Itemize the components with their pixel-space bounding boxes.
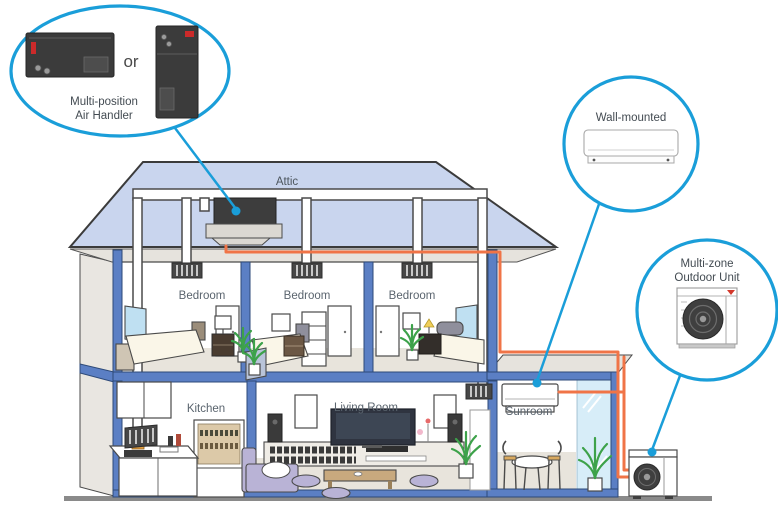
outdoor-unit-image <box>676 287 738 349</box>
kitchen-vent <box>124 424 158 449</box>
bedroom2-label: Bedroom <box>284 290 331 302</box>
kitchen-counter-top <box>108 445 200 459</box>
sunroom-chair-left <box>502 440 517 490</box>
kitchen-sink <box>159 446 179 453</box>
wall-mounted-label: Wall-mounted <box>596 112 667 124</box>
callout-air-handler: or Multi-position Air Handler <box>9 4 241 216</box>
kitchen-cooktop <box>124 450 152 457</box>
bedroom1-plant <box>230 326 256 363</box>
bedroom3-plant <box>399 323 425 361</box>
bedroom1: Bedroom <box>115 290 256 371</box>
house-frame <box>112 249 619 498</box>
logo-red-tag <box>31 42 36 54</box>
sunroom-frame-bottom <box>486 488 619 498</box>
bedroom3-label: Bedroom <box>389 290 436 302</box>
living-room-vent <box>465 383 493 400</box>
wall-mounted-unit-image <box>583 129 679 164</box>
air-handler-leader-dot <box>231 206 241 216</box>
floor-cushion <box>409 474 439 488</box>
callout-outdoor-unit: Multi-zone Outdoor Unit <box>635 238 778 457</box>
sunroom-plant <box>577 436 613 492</box>
bedroom3-nightstand <box>418 333 442 355</box>
logo-red-mark <box>727 290 735 295</box>
air-handler-label-line1: Multi-position <box>70 96 138 108</box>
sunroom-contents: Sunroom <box>501 383 613 492</box>
air-handler-label-line2: Air Handler <box>75 110 133 122</box>
sunroom-roof <box>486 354 634 374</box>
duct-to-bedroom3 <box>412 197 423 265</box>
wall-mounted-leader-line <box>535 203 601 382</box>
refrigerant-line-main <box>224 244 635 479</box>
outdoor-unit <box>628 449 678 499</box>
floor-slab <box>112 371 498 383</box>
logo-red-tag <box>185 31 194 37</box>
bedroom1-monitor <box>214 315 232 330</box>
attic-label: Attic <box>276 176 299 188</box>
duct-to-bedroom2 <box>301 197 312 265</box>
living-room: Living Room <box>241 394 491 500</box>
bedroom2-picture <box>271 313 291 332</box>
bedroom1-label: Bedroom <box>179 290 226 302</box>
av-component <box>366 446 408 452</box>
outdoor-unit-label-line1: Multi-zone <box>680 258 733 270</box>
decor-flower <box>417 429 423 435</box>
sunroom-chair-right <box>547 440 562 490</box>
speaker-right <box>447 413 463 443</box>
sofa-cushion <box>261 461 291 479</box>
living-picture-left <box>294 394 318 429</box>
speaker-left <box>267 413 283 443</box>
bedroom3-headboard <box>436 321 464 336</box>
living-door <box>469 409 491 491</box>
living-plant <box>450 430 482 479</box>
sunroom-frame-top <box>486 371 619 381</box>
living-room-label: Living Room <box>334 402 398 414</box>
bedroom2-vent <box>291 262 323 279</box>
sunroom-wall-unit <box>501 383 559 407</box>
bedroom3-door <box>375 305 400 357</box>
kitchen: Kitchen <box>108 381 245 498</box>
or-text: or <box>123 52 138 71</box>
horizontal-air-handler-image <box>25 32 115 78</box>
wall-mounted-leader-dot <box>532 378 542 388</box>
sunroom-table <box>511 455 553 469</box>
bedroom2-door <box>327 305 352 357</box>
bedroom2: Bedroom <box>241 290 352 381</box>
duct-to-bedroom1 <box>181 197 192 265</box>
bedroom3-vent <box>401 262 433 279</box>
outdoor-unit-leader-line <box>650 372 683 451</box>
kitchen-label: Kitchen <box>187 403 225 415</box>
bedroom2-plant <box>241 337 267 376</box>
air-handler-leader-line <box>174 127 237 210</box>
bedroom1-vent <box>171 262 203 279</box>
outdoor-unit-leader-dot <box>647 447 657 457</box>
vertical-air-handler-image <box>155 25 199 119</box>
outdoor-unit-label-line2: Outdoor Unit <box>674 272 740 284</box>
bedroom1-bed <box>125 329 205 365</box>
attic-air-handler-unit <box>205 197 283 246</box>
supply-vents <box>124 262 493 449</box>
ground-line <box>64 496 712 501</box>
callout-wall-mounted: Wall-mounted <box>532 75 700 388</box>
floor-cushion <box>291 474 321 488</box>
sunroom-label: Sunroom <box>506 406 553 418</box>
floor-cushion <box>321 486 351 500</box>
bedroom3: Bedroom <box>375 290 485 365</box>
house-side-wall <box>79 253 115 497</box>
